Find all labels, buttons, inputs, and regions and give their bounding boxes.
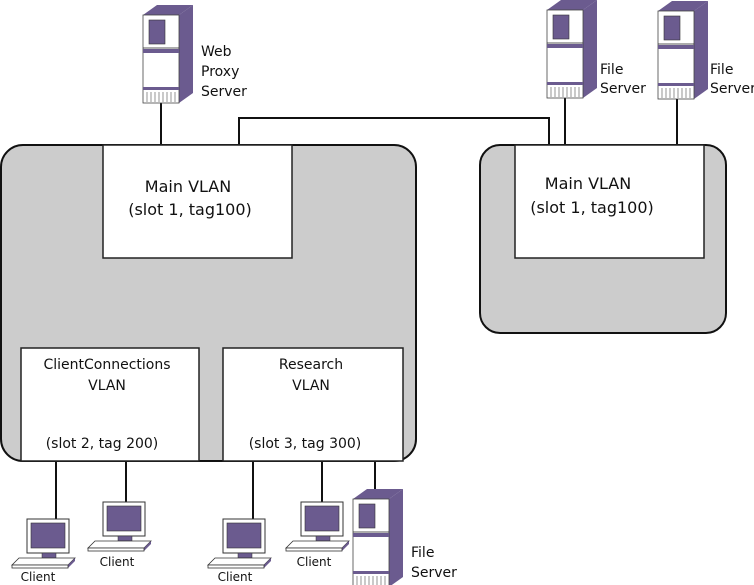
vlan-title: Main VLAN (145, 177, 231, 196)
vlan-main-switch-1[interactable]: Main VLAN (slot 1, tag100) (102, 144, 293, 259)
vlan-title: Research (279, 357, 343, 373)
client-4[interactable]: Client (285, 501, 350, 569)
client-label: Client (297, 555, 332, 569)
client-label: Client (218, 570, 253, 584)
file-server-3[interactable]: File Server (352, 488, 457, 585)
computer-icon (87, 501, 152, 552)
server-label-line1: Web (201, 44, 232, 60)
connection-lines (55, 96, 678, 519)
file-server-2[interactable]: File Server (657, 0, 754, 100)
switch-1: Main VLAN (slot 1, tag100) ClientConnect… (0, 144, 417, 462)
client-1[interactable]: Client (11, 518, 76, 584)
server-label-line3: Server (201, 84, 247, 100)
vlan-main-switch-2[interactable]: Main VLAN (slot 1, tag100) (514, 144, 705, 259)
vlan-detail: (slot 1, tag100) (128, 200, 252, 219)
server-label-line2: Server (411, 565, 457, 581)
server-label-line1: File (710, 62, 733, 78)
server-label-line1: File (600, 62, 623, 78)
vlan-title: Main VLAN (545, 174, 631, 193)
server-label-line2: Server (710, 81, 754, 97)
vlan-detail: (slot 1, tag100) (530, 198, 654, 217)
server-label-line2: Proxy (201, 64, 239, 80)
switch-2: Main VLAN (slot 1, tag100) (479, 144, 727, 334)
vlan-title-line2: VLAN (292, 378, 330, 394)
client-2[interactable]: Client (87, 501, 152, 569)
client-3[interactable]: Client (207, 518, 272, 584)
computer-icon (207, 518, 272, 569)
vlan-research[interactable]: Research VLAN (slot 3, tag 300) (222, 347, 404, 462)
server-label-line2: Server (600, 81, 646, 97)
computer-icon (285, 501, 350, 552)
trunk-link-main-vlans (238, 117, 550, 145)
server-icon (142, 4, 194, 104)
vlan-title: ClientConnections (43, 357, 170, 373)
web-proxy-server[interactable]: Web Proxy Server (142, 4, 247, 104)
server-label-line1: File (411, 545, 434, 561)
vlan-detail: (slot 3, tag 300) (249, 436, 362, 452)
vlan-title-line2: VLAN (88, 378, 126, 394)
client-label: Client (21, 570, 56, 584)
client-label: Client (100, 555, 135, 569)
computer-icon (11, 518, 76, 569)
vlan-clientconnections[interactable]: ClientConnections VLAN (slot 2, tag 200) (20, 347, 200, 462)
server-icon (657, 0, 709, 100)
server-icon (546, 0, 598, 99)
server-icon (352, 488, 404, 585)
vlan-detail: (slot 2, tag 200) (46, 436, 159, 452)
file-server-1[interactable]: File Server (546, 0, 646, 99)
